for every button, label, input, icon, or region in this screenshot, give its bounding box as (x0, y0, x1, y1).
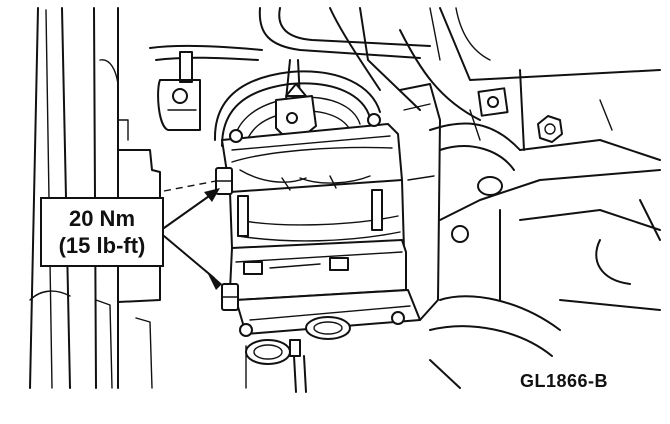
top-hoses (149, 7, 491, 121)
compressor-body (221, 83, 441, 335)
leader-arrowhead-lower (206, 270, 222, 290)
torque-callout-box: 20 Nm (15 lb-ft) (40, 197, 164, 267)
callout-leaders (163, 180, 222, 290)
leader-arrowhead-upper (204, 188, 220, 202)
torque-imperial-label: (15 lb-ft) (58, 233, 146, 258)
right-engine-block (429, 7, 661, 389)
compressor-connector (275, 59, 317, 137)
torque-metric-label: 20 Nm (68, 206, 136, 231)
left-bracket-stud (157, 51, 201, 131)
figure-id-label: GL1866-B (520, 371, 609, 391)
manifold-ports (245, 316, 351, 393)
